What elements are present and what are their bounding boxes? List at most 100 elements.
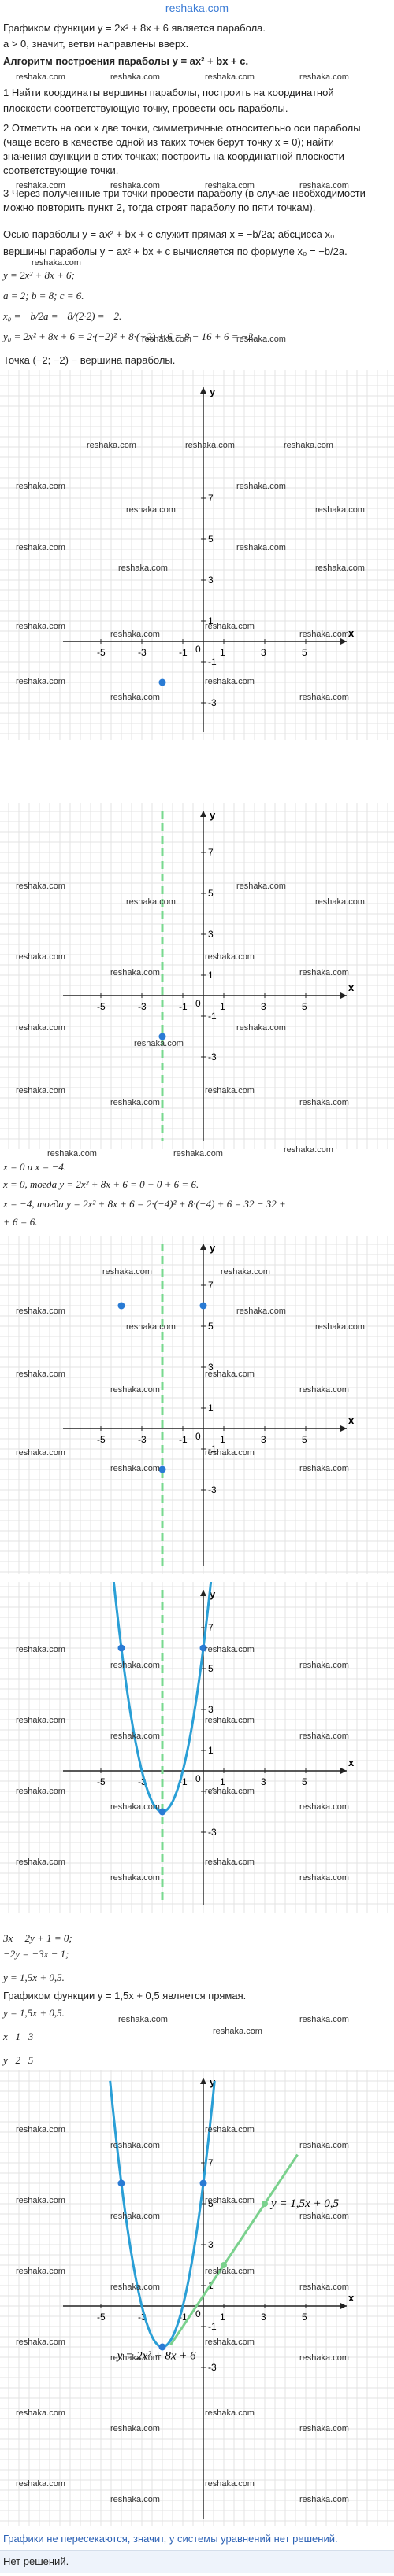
line-graph: [169, 2153, 299, 2346]
plot-point: [158, 1465, 166, 1473]
x-tick-label: -1: [179, 2312, 188, 2323]
watermark-text: reshaka.com: [110, 72, 160, 82]
y-axis-label: y: [210, 386, 216, 397]
x-tick-label: 3: [261, 647, 266, 658]
step-3-line-2: можно повторить пункт 2, тогда строят па…: [3, 201, 316, 213]
line-point: [262, 2201, 268, 2207]
y-tick-label: 1: [208, 970, 214, 981]
origin-label: 0: [195, 2308, 201, 2319]
y-axis-label: y: [210, 1242, 216, 1254]
y-tick-label: 7: [208, 2157, 214, 2168]
plot-point: [117, 1644, 125, 1652]
x-tick-label: 5: [302, 2312, 307, 2323]
watermark-text: reshaka.com: [118, 2015, 168, 2024]
x-axis-arrow: [340, 2303, 347, 2309]
parabola-label: y = 2x² + 8x + 6: [116, 2350, 196, 2363]
y-tick-label: -3: [208, 1484, 217, 1495]
y-tick-label: 3: [208, 929, 214, 940]
line-eq-3: y = 1,5x + 0,5.: [3, 1972, 65, 1983]
x-tick-label: -3: [138, 1001, 147, 1012]
axis-formula-line: Осью параболы y = ax² + bx + c служит пр…: [3, 228, 335, 240]
x0-line: x₀ = −b/2a = −8/(2·2) = −2.: [3, 310, 122, 322]
x-tick-label: -5: [97, 1776, 106, 1787]
x-tick-label: -1: [179, 1434, 188, 1445]
watermark-text: reshaka.com: [213, 2027, 262, 2036]
x-axis-label: x: [348, 1414, 355, 1426]
x-axis-arrow: [340, 1425, 347, 1432]
site-watermark-top[interactable]: reshaka.com: [165, 2, 229, 14]
x-tick-label: 5: [302, 1776, 307, 1787]
x-tick-label: -5: [97, 1434, 106, 1445]
x-tick-label: 5: [302, 647, 307, 658]
coefficients-line: a = 2; b = 8; c = 6.: [3, 290, 84, 301]
intro-line-2: a > 0, значит, ветви направлены вверх.: [3, 38, 189, 50]
watermark-text: reshaka.com: [16, 72, 65, 82]
table-y-row: y 2 5: [3, 2054, 34, 2066]
line-eq-5: y = 1,5x + 0,5.: [3, 2007, 65, 2019]
x-tick-label: -1: [179, 1001, 188, 1012]
points-line-4: + 6 = 6.: [3, 1216, 38, 1228]
y-axis-label: y: [210, 2076, 216, 2088]
x-tick-label: -3: [138, 647, 147, 658]
x-tick-label: -3: [138, 1776, 147, 1787]
y-tick-label: -3: [208, 697, 217, 708]
answer-box: Нет решений.: [0, 2550, 394, 2573]
x-axis-arrow: [340, 1768, 347, 1774]
x-tick-label: -5: [97, 1001, 106, 1012]
y-tick-label: -1: [208, 656, 217, 667]
origin-label: 0: [195, 1773, 201, 1784]
plot-point: [117, 1302, 125, 1310]
vertex-point-line: Точка (−2; −2) − вершина параболы.: [3, 354, 176, 366]
vertex-formula-line: вершины параболы y = ax² + bx + c вычисл…: [3, 246, 348, 257]
line-point: [221, 2262, 227, 2268]
line-eq-4: Графиком функции y = 1,5x + 0,5 является…: [3, 1990, 247, 2001]
plot-point: [158, 678, 166, 686]
y-axis-label: y: [210, 809, 216, 821]
plot-point: [158, 1033, 166, 1040]
intro-line-1: Графиком функции y = 2x² + 8x + 6 являет…: [3, 22, 266, 34]
y-tick-label: 7: [208, 493, 214, 504]
y-tick-label: 5: [208, 534, 214, 545]
y-tick-label: 5: [208, 1321, 214, 1332]
y-tick-label: 3: [208, 575, 214, 586]
y-tick-label: 7: [208, 1622, 214, 1633]
x-tick-label: -1: [179, 647, 188, 658]
points-line-2: x = 0, тогда y = 2x² + 8x + 6 = 0 + 0 + …: [3, 1178, 199, 1190]
watermark-text: reshaka.com: [173, 1149, 223, 1159]
y-axis-arrow: [200, 811, 206, 817]
step-1-line-1: 1 Найти координаты вершины параболы, пос…: [3, 87, 334, 98]
x-tick-label: 5: [302, 1001, 307, 1012]
x-tick-label: -1: [179, 1776, 188, 1787]
x-tick-label: 1: [220, 1776, 225, 1787]
y-axis-arrow: [200, 1244, 206, 1250]
step-2-line-3: значения функции в этих точках; построит…: [3, 150, 344, 162]
x-tick-label: 3: [261, 1434, 266, 1445]
y-tick-label: -1: [208, 1011, 217, 1022]
x-tick-label: -5: [97, 2312, 106, 2323]
x-axis-label: x: [348, 1757, 355, 1768]
plot-point: [158, 1808, 166, 1816]
y-tick-label: -3: [208, 1827, 217, 1838]
x-tick-label: 1: [220, 1434, 225, 1445]
y-tick-label: 5: [208, 2198, 214, 2209]
origin-label: 0: [195, 998, 201, 1009]
x-axis-arrow: [340, 638, 347, 645]
y-axis-label: y: [210, 1588, 216, 1600]
step-2-line-4: соответствующие точки.: [3, 164, 119, 176]
step-2-line-2: (чаще всего в качестве одной из таких то…: [3, 136, 334, 148]
origin-label: 0: [195, 1431, 201, 1442]
x-tick-label: 5: [302, 1434, 307, 1445]
table-x-row: x 1 3: [3, 2031, 34, 2042]
y-tick-label: 5: [208, 888, 214, 899]
watermark-text: reshaka.com: [299, 2015, 349, 2024]
x-tick-label: 3: [261, 1776, 266, 1787]
x-axis-arrow: [340, 992, 347, 999]
x-axis-label: x: [348, 981, 355, 993]
plot-point: [158, 2343, 166, 2351]
y-tick-label: -3: [208, 1051, 217, 1063]
